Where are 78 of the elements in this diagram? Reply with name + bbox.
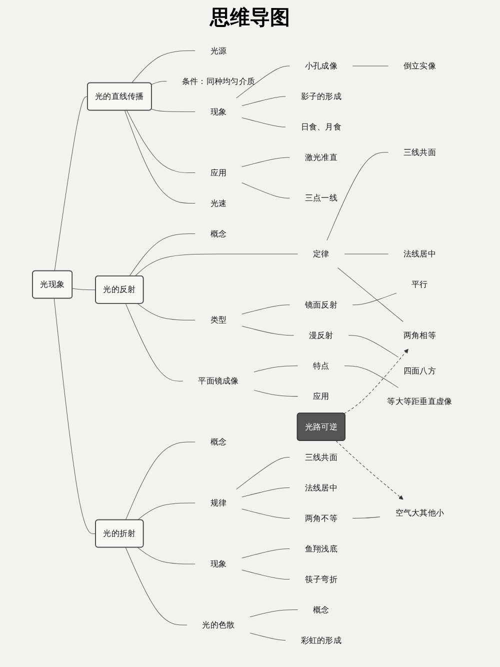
arrow	[344, 348, 408, 414]
connector	[236, 66, 290, 98]
connector	[242, 326, 294, 336]
node-text: 小孔成像	[304, 60, 338, 71]
connector	[54, 96, 88, 272]
connector	[137, 502, 196, 520]
node-text: 两角不等	[304, 513, 338, 523]
node-text: 规律	[210, 498, 227, 508]
connector	[348, 335, 399, 358]
connector	[338, 268, 404, 322]
node-text: 激光准直	[304, 152, 338, 162]
node-text: 现象	[210, 106, 227, 116]
node-text: 光源	[210, 46, 227, 56]
node-text: 平行	[412, 279, 428, 290]
node-text: 法线居中	[304, 482, 338, 492]
connector	[326, 152, 388, 241]
connector	[254, 390, 298, 397]
connector	[242, 118, 286, 128]
connector	[352, 292, 397, 306]
node-text: 条件：同种均匀介质	[182, 76, 256, 86]
node-text: 现象	[210, 558, 227, 569]
connector	[54, 298, 96, 534]
node-text: 影子的形成	[300, 91, 342, 102]
node-text: 鱼翔浅底	[304, 544, 338, 554]
connector	[125, 547, 188, 626]
node-text: 概念	[210, 228, 227, 238]
connector	[151, 81, 167, 85]
connector	[352, 516, 380, 519]
node-text: 四面八方	[403, 366, 436, 376]
node-text: 光速	[210, 198, 227, 208]
node-text: 日食、月食	[300, 122, 342, 132]
title: 思维导图	[208, 4, 291, 31]
node-text: 特点	[313, 360, 330, 370]
connector	[242, 182, 290, 198]
connector	[242, 304, 290, 314]
connector	[236, 457, 290, 490]
connector	[242, 96, 286, 106]
node-text: 等大等距垂直虚像	[387, 396, 452, 406]
connector	[242, 508, 290, 519]
node-text: 概念	[210, 436, 227, 447]
connector	[250, 609, 298, 618]
connector	[72, 288, 96, 290]
node-text: 彩虹的形成	[300, 635, 342, 645]
node-text: 三点一线	[304, 193, 338, 203]
connector	[137, 303, 196, 320]
node-text: 三线共面	[403, 147, 436, 157]
node-text: 空气大其他小	[395, 508, 444, 518]
node-text: 三线共面	[304, 452, 338, 462]
node-text: 筷子弯折	[304, 574, 338, 584]
connector	[125, 303, 184, 382]
node-text: 漫反射	[308, 330, 334, 340]
connector	[242, 570, 290, 580]
node-text: 概念	[313, 604, 330, 614]
node-text: 镜面反射	[304, 300, 338, 310]
connector	[242, 488, 290, 498]
node-text: 光的色散	[202, 620, 235, 630]
connector	[137, 547, 196, 564]
node-text: 倒立实像	[403, 60, 436, 71]
node-text: 定律	[313, 248, 330, 259]
node-text: 两角相等	[403, 330, 436, 340]
connector	[254, 366, 298, 372]
connector	[124, 110, 196, 204]
connector	[134, 254, 298, 276]
connector	[242, 157, 290, 167]
node-text: 类型	[210, 315, 227, 325]
connector	[131, 50, 196, 84]
arrow	[336, 440, 404, 500]
node-text: 应用	[313, 391, 330, 401]
connector	[129, 233, 196, 276]
connector	[344, 366, 399, 388]
connector	[250, 632, 286, 640]
connector	[126, 110, 196, 173]
connector	[242, 548, 290, 558]
connector	[125, 442, 196, 520]
node-text: 法线居中	[403, 248, 436, 259]
node-text: 应用	[210, 168, 227, 178]
connector	[151, 108, 196, 112]
node-text: 平面镜成像	[198, 376, 239, 386]
